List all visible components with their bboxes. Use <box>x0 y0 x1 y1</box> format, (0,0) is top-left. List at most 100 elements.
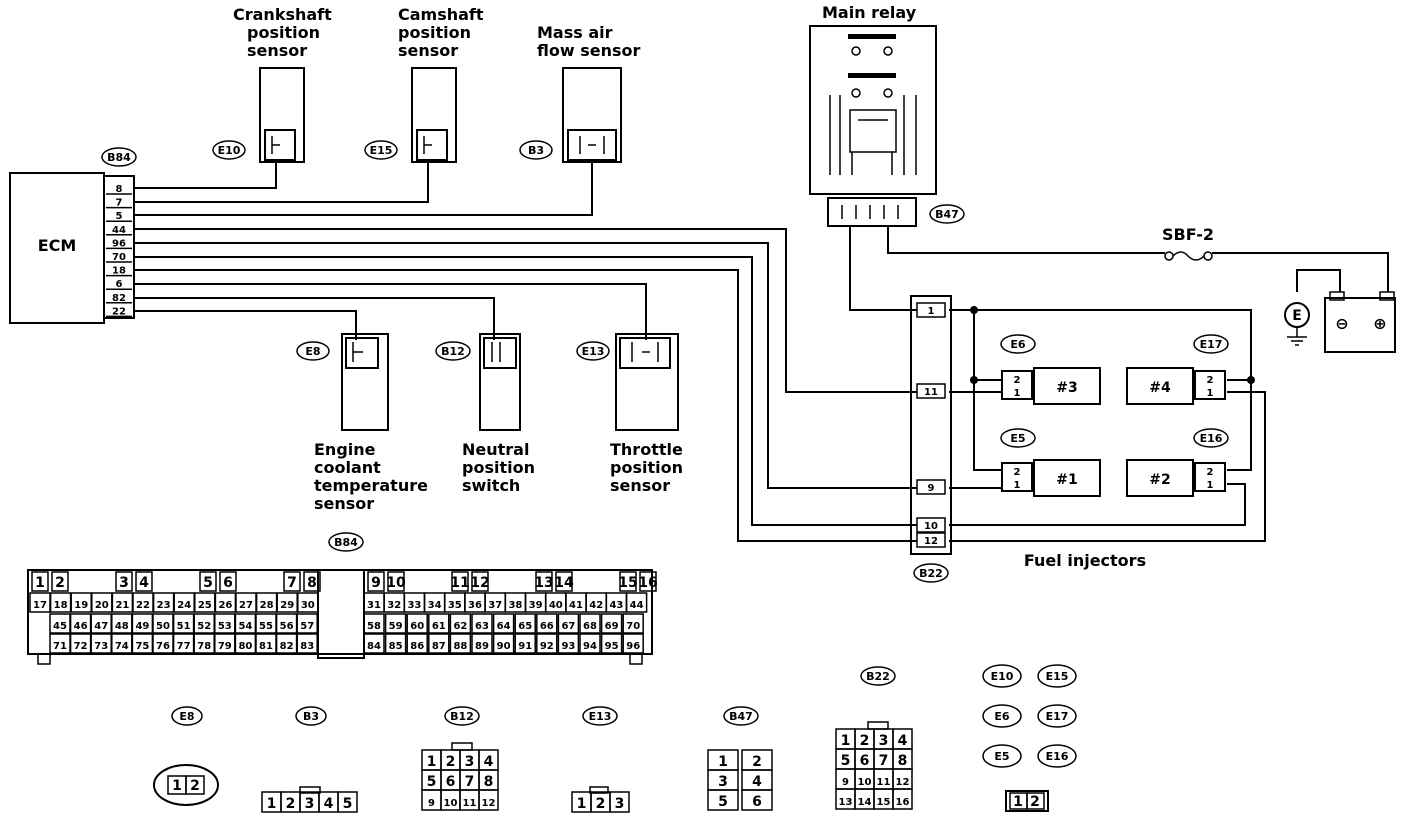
b22-pin: 13 <box>835 788 856 810</box>
b12-pin: 8 <box>478 769 499 791</box>
neutral-label-2: position <box>462 458 535 477</box>
b84-pin: 14 <box>554 571 574 592</box>
svg-text:1: 1 <box>1014 480 1021 491</box>
svg-text:80: 80 <box>238 641 252 652</box>
svg-text:11: 11 <box>463 798 477 809</box>
svg-text:29: 29 <box>280 600 294 611</box>
b84-pin: 46 <box>69 613 92 634</box>
svg-text:13: 13 <box>534 575 553 591</box>
svg-text:10: 10 <box>386 575 406 591</box>
svg-text:E8: E8 <box>179 710 194 723</box>
b84-pin: 92 <box>536 633 558 654</box>
b84-pin: 77 <box>172 633 195 654</box>
svg-text:13: 13 <box>839 797 853 808</box>
b22-pin: 10 <box>854 768 875 790</box>
svg-text:82: 82 <box>280 641 294 652</box>
b12-pin: 5 <box>421 769 442 791</box>
b84-pin: 35 <box>444 592 466 613</box>
svg-text:32: 32 <box>387 600 401 611</box>
b84-pin: 22 <box>132 592 154 613</box>
svg-text:76: 76 <box>156 641 170 652</box>
ecm-pin: 96 <box>112 238 126 249</box>
svg-text:1: 1 <box>718 754 728 770</box>
svg-text:6: 6 <box>446 774 456 790</box>
b84-pin: 84 <box>363 633 385 654</box>
main-relay-label: Main relay <box>822 3 917 22</box>
crankshaft-label-3: sensor <box>247 41 307 60</box>
ecm-pin: 6 <box>116 279 123 290</box>
maf-label-1: Mass air <box>537 23 613 42</box>
svg-text:E15: E15 <box>370 144 393 157</box>
svg-text:21: 21 <box>115 600 129 611</box>
svg-text:34: 34 <box>428 600 442 611</box>
b84-pin: 3 <box>115 571 133 592</box>
junction-dots <box>970 306 1255 384</box>
svg-text:18: 18 <box>54 600 68 611</box>
battery-minus: ⊖ <box>1335 314 1348 333</box>
svg-text:16: 16 <box>896 797 910 808</box>
svg-text:46: 46 <box>74 621 88 632</box>
svg-text:E13: E13 <box>582 345 605 358</box>
svg-text:11: 11 <box>924 387 938 398</box>
svg-text:45: 45 <box>53 621 67 632</box>
svg-text:14: 14 <box>554 575 574 591</box>
b12-pin: 12 <box>478 789 499 811</box>
svg-text:1: 1 <box>841 733 851 749</box>
b84-pin: 9 <box>367 571 385 592</box>
svg-text:60: 60 <box>410 621 424 632</box>
ecm-pin: 22 <box>112 306 126 317</box>
svg-text:10: 10 <box>858 777 872 788</box>
injector-1: E5 2 1 #1 <box>1000 428 1101 497</box>
svg-text:2: 2 <box>752 754 762 770</box>
b84-pin: 12 <box>470 571 490 592</box>
svg-text:E17: E17 <box>1200 338 1223 351</box>
svg-text:B47: B47 <box>935 208 959 221</box>
svg-text:9: 9 <box>428 798 435 809</box>
b84-pin: 27 <box>235 592 257 613</box>
svg-text:3: 3 <box>119 575 129 591</box>
svg-text:15: 15 <box>618 575 637 591</box>
small-connector-face: 1 2 <box>1005 790 1049 812</box>
b22-pin: 16 <box>892 788 913 810</box>
svg-text:9: 9 <box>842 777 849 788</box>
b84-pin: 49 <box>131 613 154 634</box>
svg-text:63: 63 <box>475 621 489 632</box>
svg-text:1: 1 <box>1207 388 1214 399</box>
battery: ⊖ ⊕ <box>1324 291 1396 353</box>
b84-pin: 23 <box>152 592 175 613</box>
b84-pin: 25 <box>194 592 216 613</box>
svg-text:11: 11 <box>877 777 891 788</box>
b3-pin: 3 <box>299 791 320 813</box>
svg-text:40: 40 <box>549 600 563 611</box>
svg-text:B12: B12 <box>441 345 465 358</box>
b84-pin: 16 <box>638 571 658 592</box>
svg-text:81: 81 <box>259 641 273 652</box>
battery-plus: ⊕ <box>1373 314 1386 333</box>
svg-text:3: 3 <box>879 733 889 749</box>
camshaft-label-1: Camshaft <box>398 5 484 24</box>
svg-text:95: 95 <box>605 641 619 652</box>
b84-pin: 2 <box>51 571 69 592</box>
svg-text:50: 50 <box>156 621 170 632</box>
b84-pin: 79 <box>214 633 236 654</box>
b84-pin: 85 <box>384 633 407 654</box>
svg-text:E10: E10 <box>991 670 1014 683</box>
b84-pin: 34 <box>423 592 446 613</box>
svg-text:12: 12 <box>896 777 910 788</box>
b84-pin: 56 <box>275 613 298 634</box>
connector-tag: E17 <box>1037 704 1077 728</box>
svg-text:B84: B84 <box>334 536 358 549</box>
e13-pin: 1 <box>571 791 592 813</box>
b3-pin: 4 <box>318 791 339 813</box>
svg-text:2: 2 <box>1014 375 1021 386</box>
svg-text:2: 2 <box>860 733 870 749</box>
e13-pin: 3 <box>609 791 630 813</box>
b12-pin: 1 <box>421 749 442 771</box>
b22-connector: 1 11 9 10 12 B22 <box>910 295 952 583</box>
b84-pin: 20 <box>91 592 113 613</box>
svg-text:25: 25 <box>198 600 212 611</box>
svg-text:2: 2 <box>190 778 200 794</box>
b3-pin: 5 <box>337 791 358 813</box>
svg-text:1: 1 <box>267 796 277 812</box>
